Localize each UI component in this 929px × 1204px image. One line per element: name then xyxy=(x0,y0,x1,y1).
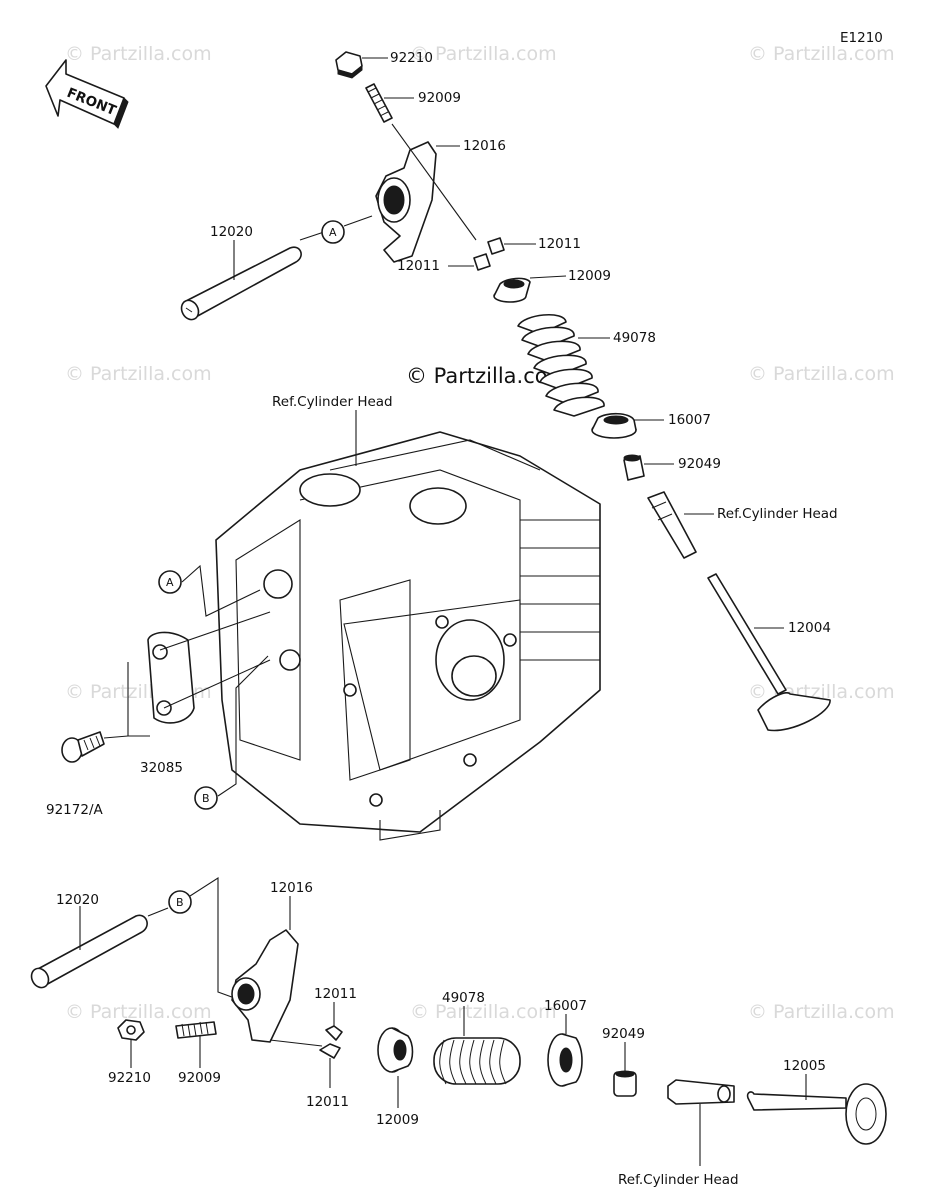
part-12009-retainer xyxy=(493,277,531,303)
label-12020: 12020 xyxy=(210,224,253,240)
label-92210-lower: 92210 xyxy=(108,1070,151,1086)
part-12011-lower-collets xyxy=(319,1025,343,1059)
label-ref-cylinder-head-main: Ref.Cylinder Head xyxy=(272,394,393,410)
part-16007-lower-seat xyxy=(547,1033,583,1087)
label-12009: 12009 xyxy=(568,268,611,284)
watermark: © Partzilla.com xyxy=(410,1001,557,1023)
part-92009-lower-screw xyxy=(175,1021,217,1039)
label-92210: 92210 xyxy=(390,50,433,66)
cylinder-head-block xyxy=(215,431,601,841)
label-92172: 92172/A xyxy=(46,802,103,818)
watermark: © Partzilla.com xyxy=(748,1001,895,1023)
part-92210-nut xyxy=(335,51,363,79)
label-92049: 92049 xyxy=(678,456,721,472)
part-92049-seal xyxy=(623,454,645,481)
label-92009: 92009 xyxy=(418,90,461,106)
part-12005-valve xyxy=(746,1083,887,1145)
label-49078-lower: 49078 xyxy=(442,990,485,1006)
label-49078: 49078 xyxy=(613,330,656,346)
label-16007-lower: 16007 xyxy=(544,998,587,1014)
circle-marker-a xyxy=(321,220,345,244)
circle-marker-a2 xyxy=(158,570,182,594)
label-12005: 12005 xyxy=(783,1058,826,1074)
circle-a-label: A xyxy=(329,226,337,239)
part-92009-screw xyxy=(365,83,393,123)
label-12016-lower: 12016 xyxy=(270,880,313,896)
part-92172-screw xyxy=(61,731,105,763)
label-ref-cylinder-head-lower: Ref.Cylinder Head xyxy=(618,1172,739,1188)
label-92009-lower: 92009 xyxy=(178,1070,221,1086)
part-12016-rocker-arm xyxy=(375,141,437,263)
label-12016: 12016 xyxy=(463,138,506,154)
part-12009-lower-retainer xyxy=(377,1027,414,1073)
label-12011-a: 12011 xyxy=(538,236,581,252)
watermark: © Partzilla.com xyxy=(410,43,557,65)
watermark: © Partzilla.com xyxy=(65,1001,212,1023)
front-arrow-icon: FRONT xyxy=(45,59,129,129)
label-12011-lower-a: 12011 xyxy=(314,986,357,1002)
part-92049-lower-seal xyxy=(613,1070,637,1097)
part-49078-spring xyxy=(517,313,605,417)
watermark: © Partzilla.com xyxy=(748,43,895,65)
label-92049-lower: 92049 xyxy=(602,1026,645,1042)
watermark: © Partzilla.com xyxy=(748,363,895,385)
label-12009-lower: 12009 xyxy=(376,1112,419,1128)
part-valve-guide-lower xyxy=(667,1079,735,1105)
part-valve-guide xyxy=(647,491,697,559)
diagram-code: E1210 xyxy=(840,30,883,46)
part-12016-lower-rocker xyxy=(231,929,299,1043)
part-12011-collets xyxy=(473,237,505,271)
label-12004: 12004 xyxy=(788,620,831,636)
label-32085: 32085 xyxy=(140,760,183,776)
label-12020-lower: 12020 xyxy=(56,892,99,908)
label-12011-lower-b: 12011 xyxy=(306,1094,349,1110)
part-12020-shaft xyxy=(180,246,302,321)
label-ref-cylinder-head: Ref.Cylinder Head xyxy=(717,506,838,522)
part-32085-plate xyxy=(147,631,195,724)
watermark: © Partzilla.com xyxy=(65,363,212,385)
part-12004-valve xyxy=(707,573,831,732)
part-49078-lower-spring xyxy=(433,1037,521,1085)
circle-b-lower-label: B xyxy=(176,896,184,909)
circle-marker-b xyxy=(194,786,218,810)
label-12011-b: 12011 xyxy=(397,258,440,274)
part-16007-seat xyxy=(591,412,637,439)
circle-b-label: B xyxy=(202,792,210,805)
circle-marker-b-lower xyxy=(168,890,192,914)
circle-a2-label: A xyxy=(166,576,174,589)
label-16007: 16007 xyxy=(668,412,711,428)
watermark: © Partzilla.com xyxy=(65,43,212,65)
part-92210-lower-nut xyxy=(117,1019,145,1041)
part-12020-lower-shaft xyxy=(30,914,148,989)
